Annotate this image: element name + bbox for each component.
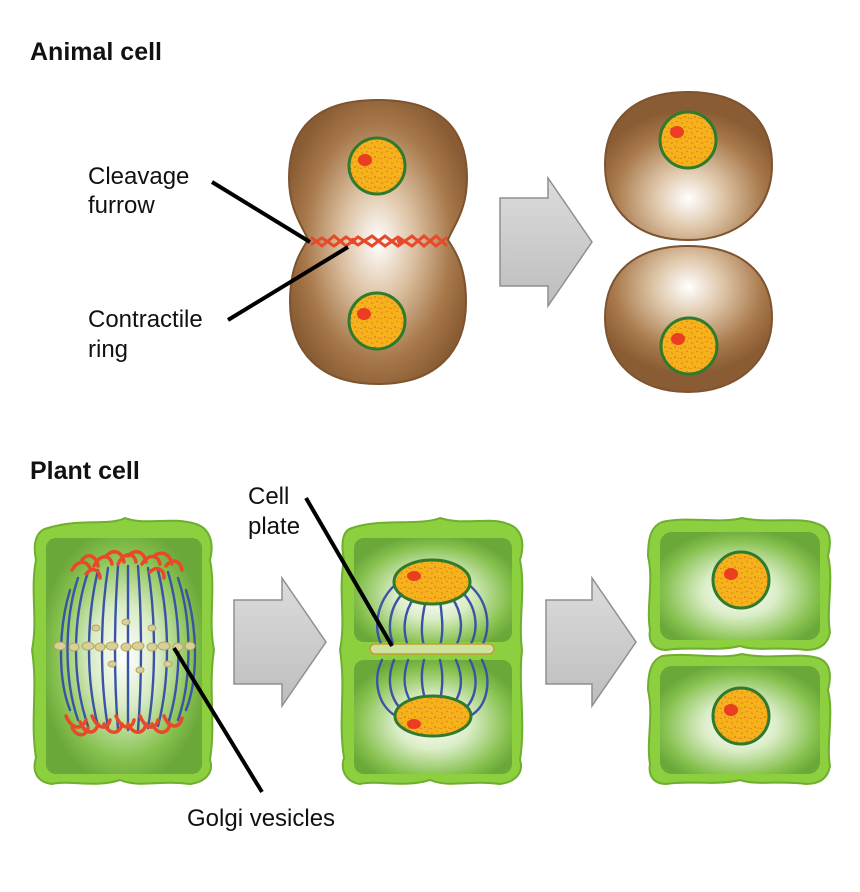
telophase-nucleolus-bottom — [407, 719, 421, 729]
telophase-nucleus-bottom — [393, 694, 473, 738]
plant-cell-telophase — [338, 516, 524, 786]
animal-daughter-cell-bottom — [603, 244, 774, 394]
nucleus-top — [347, 136, 407, 196]
golgi-vesicles — [53, 618, 196, 674]
chromosomes-bottom — [64, 714, 184, 737]
animal-arrow — [499, 175, 593, 309]
daughter-top-nucleolus — [670, 126, 684, 138]
plant-daughter-cell-bottom — [646, 652, 832, 786]
golgi-vesicles-leader — [172, 646, 264, 794]
contractile-ring-label-line1: Contractile — [88, 306, 203, 333]
plant-daughter-bottom-nucleus — [711, 686, 771, 746]
cell-plate-label-line1: Cell — [248, 483, 289, 510]
animal-dividing-cell — [287, 98, 469, 386]
cell-plate — [369, 643, 495, 655]
cell-plate-label-line2: plate — [248, 513, 300, 540]
animal-daughter-cell-top — [603, 90, 774, 242]
plant-cell-dividing — [30, 516, 216, 786]
cleavage-furrow-leader — [210, 180, 312, 244]
plant-arrow-1 — [233, 575, 327, 709]
plant-arrow-2 — [545, 575, 637, 709]
daughter-top-nucleus — [658, 110, 718, 170]
contractile-ring — [310, 234, 448, 248]
plant-cell-heading: Plant cell — [30, 457, 140, 485]
plant-daughter-cell-top — [646, 516, 832, 652]
animal-cell-heading: Animal cell — [30, 38, 162, 66]
contractile-ring-leader — [226, 245, 350, 322]
telophase-nucleolus-top — [407, 571, 421, 581]
plant-daughter-top-nucleus — [711, 550, 771, 610]
cleavage-furrow-label-line2: furrow — [88, 192, 155, 219]
telophase-nucleus-top — [392, 558, 472, 606]
plant-daughter-top-nucleolus — [724, 568, 738, 580]
nucleus-bottom — [347, 291, 407, 351]
daughter-bottom-nucleus — [659, 316, 719, 376]
contractile-ring-label-line2: ring — [88, 336, 128, 363]
cleavage-furrow-label-line1: Cleavage — [88, 163, 189, 190]
plant-daughter-bottom-nucleolus — [724, 704, 738, 716]
golgi-vesicles-label: Golgi vesicles — [187, 805, 335, 832]
daughter-bottom-nucleolus — [671, 333, 685, 345]
nucleolus-bottom — [357, 308, 371, 320]
chromosomes-top — [70, 550, 184, 580]
cell-plate-leader — [304, 496, 394, 648]
nucleolus-top — [358, 154, 372, 166]
